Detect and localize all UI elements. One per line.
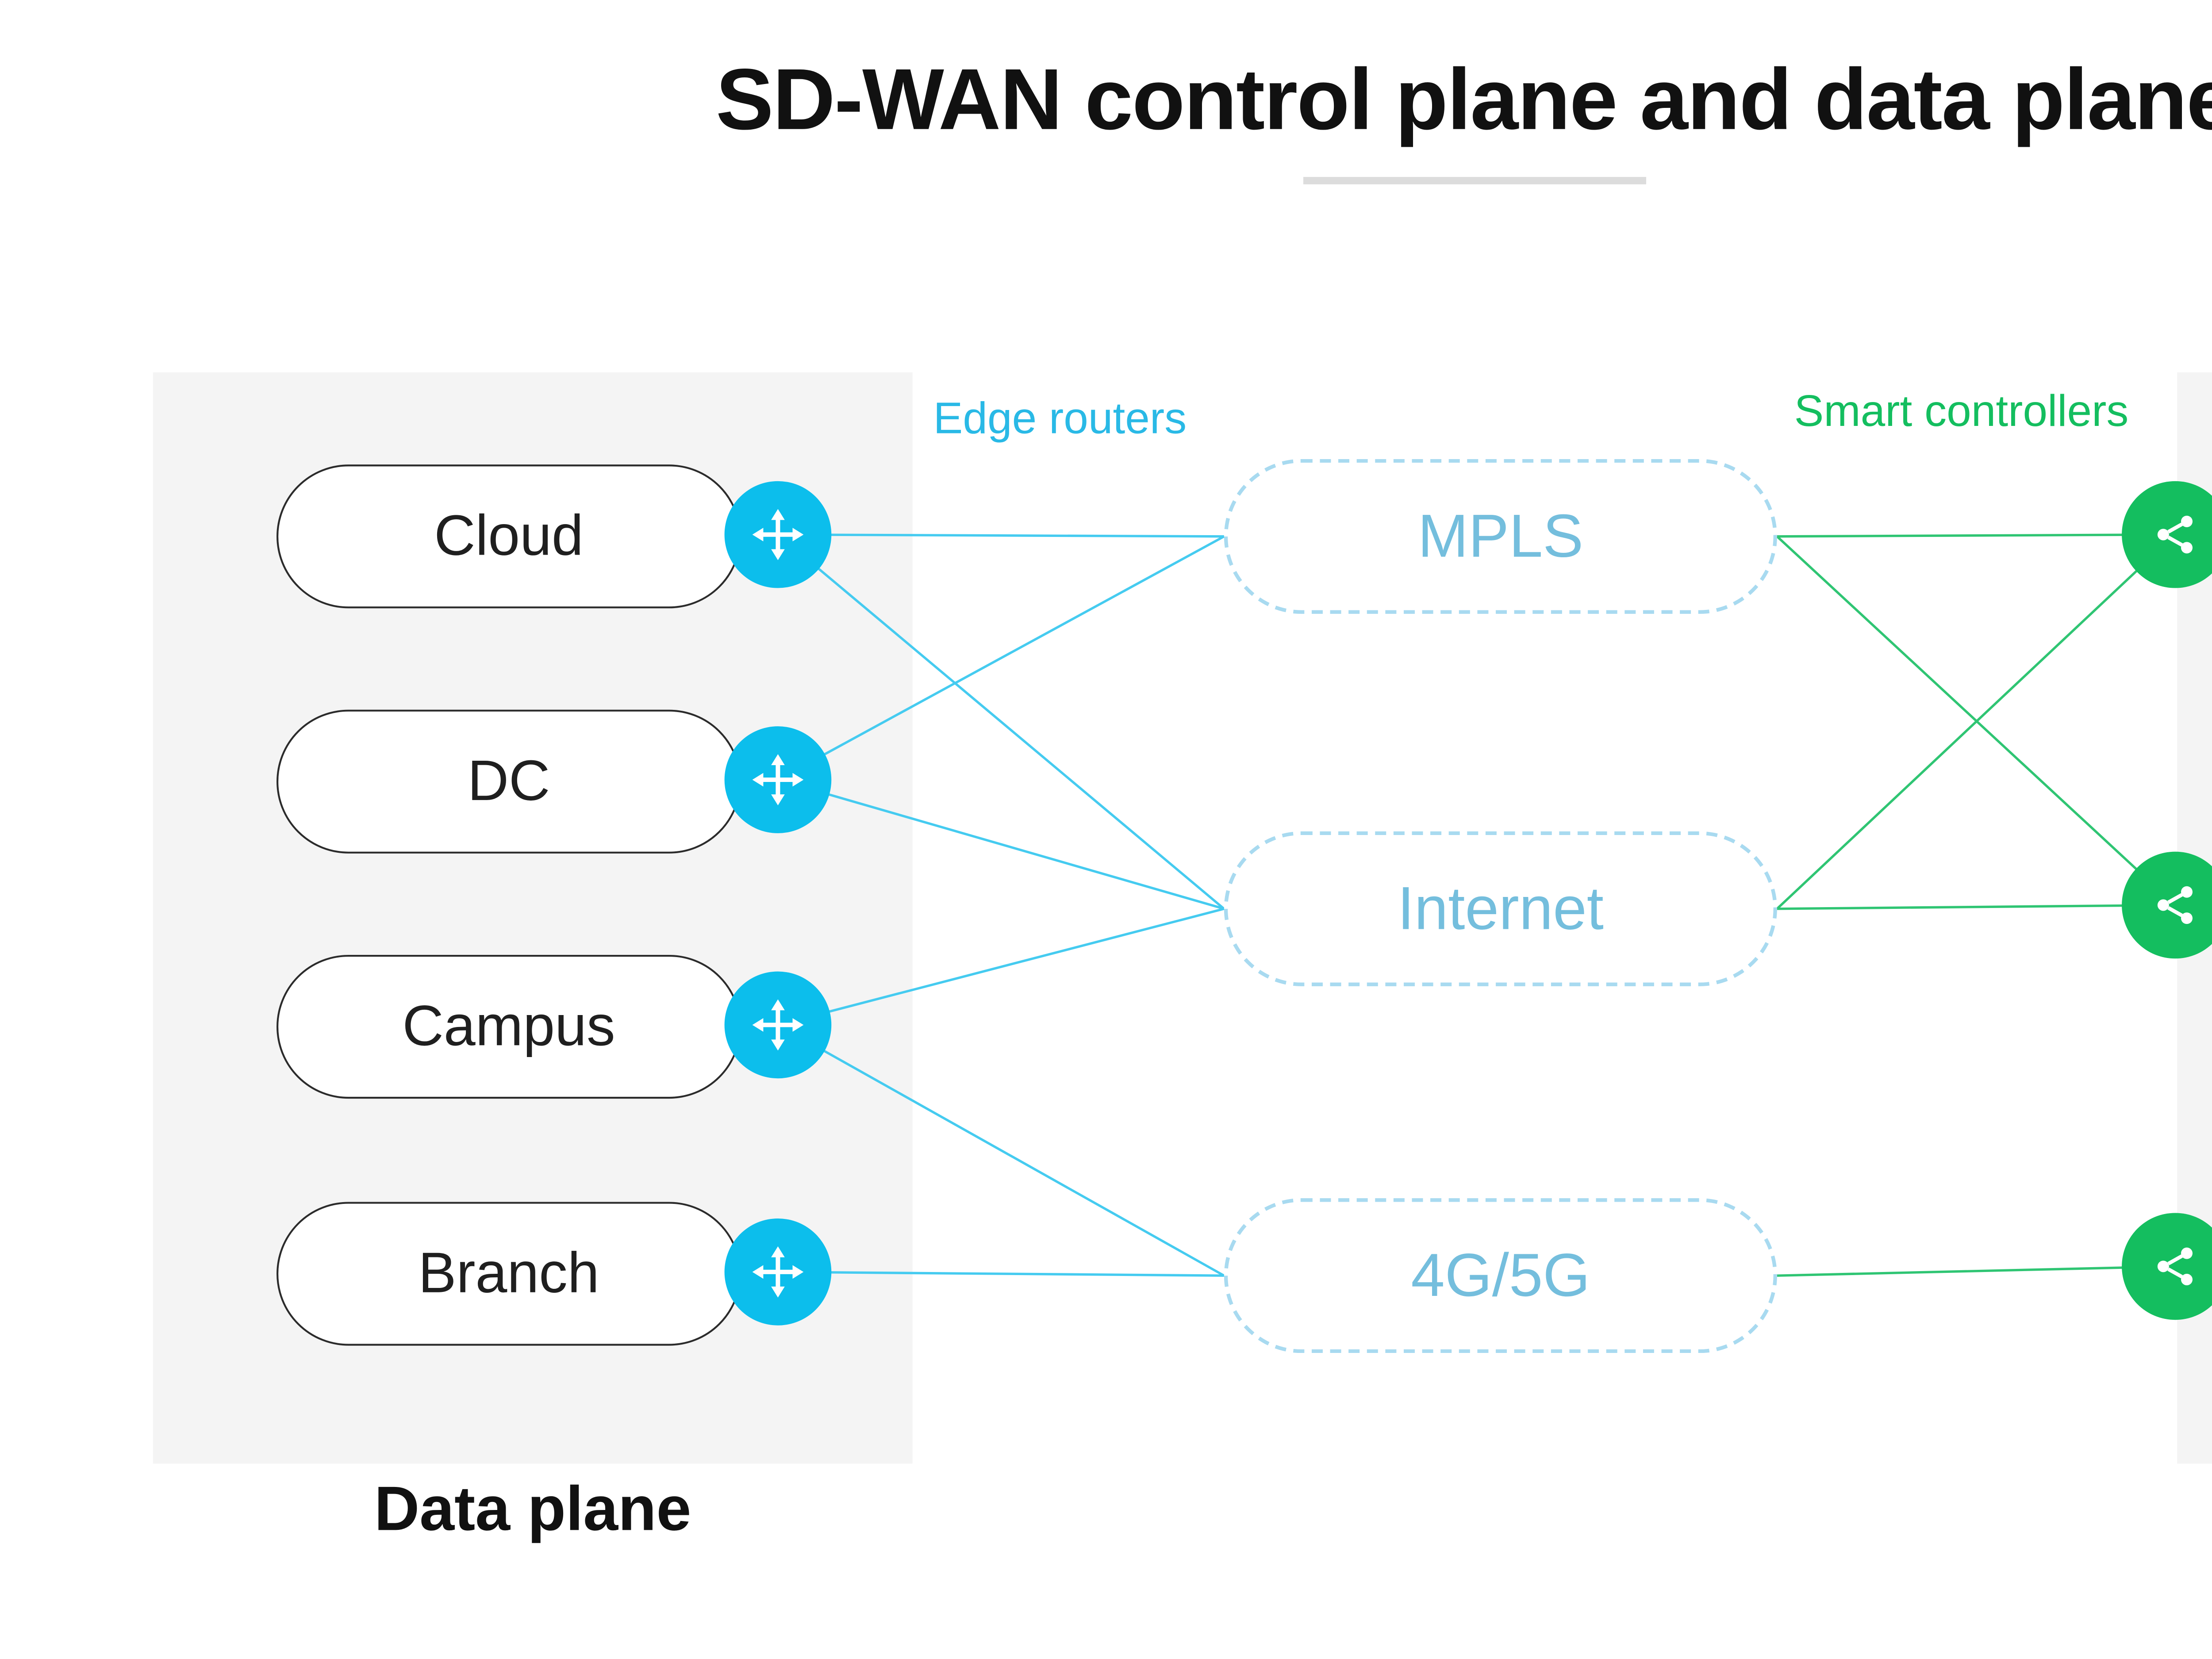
node-internet: Internet <box>1224 831 1777 986</box>
node-label: Cloud <box>434 503 584 568</box>
router-icon <box>724 481 832 588</box>
node-label: 4G/5G <box>1411 1240 1590 1309</box>
controller-icon <box>2122 1213 2212 1320</box>
control-plane-label: Control plane <box>2177 1475 2212 1547</box>
data-plane-label: Data plane <box>374 1475 691 1545</box>
node-branch: Branch <box>276 1202 741 1346</box>
share-icon <box>2157 1247 2193 1286</box>
controller-icon <box>2122 481 2212 588</box>
share-icon <box>2157 515 2193 554</box>
controller-icon <box>2122 851 2212 959</box>
cross-arrows-icon <box>752 1246 804 1298</box>
diagram-title: SD-WAN control plane and data plane <box>716 50 2212 148</box>
router-icon <box>724 971 832 1079</box>
node-label: Campus <box>402 993 615 1058</box>
cross-arrows-icon <box>752 999 804 1051</box>
node-label: Internet <box>1397 874 1604 942</box>
title-underline <box>1303 177 1647 184</box>
node-4g5g: 4G/5G <box>1224 1198 1777 1353</box>
router-icon <box>724 1218 832 1326</box>
cross-arrows-icon <box>752 754 804 805</box>
node-cloud: Cloud <box>276 464 741 609</box>
node-label: MPLS <box>1417 501 1584 570</box>
router-icon <box>724 726 832 833</box>
node-label: Branch <box>418 1240 599 1305</box>
node-campus: Campus <box>276 954 741 1099</box>
node-label: DC <box>467 748 550 813</box>
share-icon <box>2157 886 2193 924</box>
cross-arrows-icon <box>752 509 804 560</box>
smart-controllers-label: Smart controllers <box>1794 387 2129 437</box>
node-dc: DC <box>276 709 741 854</box>
node-mpls: MPLS <box>1224 459 1777 614</box>
edge-routers-label: Edge routers <box>933 394 1187 444</box>
